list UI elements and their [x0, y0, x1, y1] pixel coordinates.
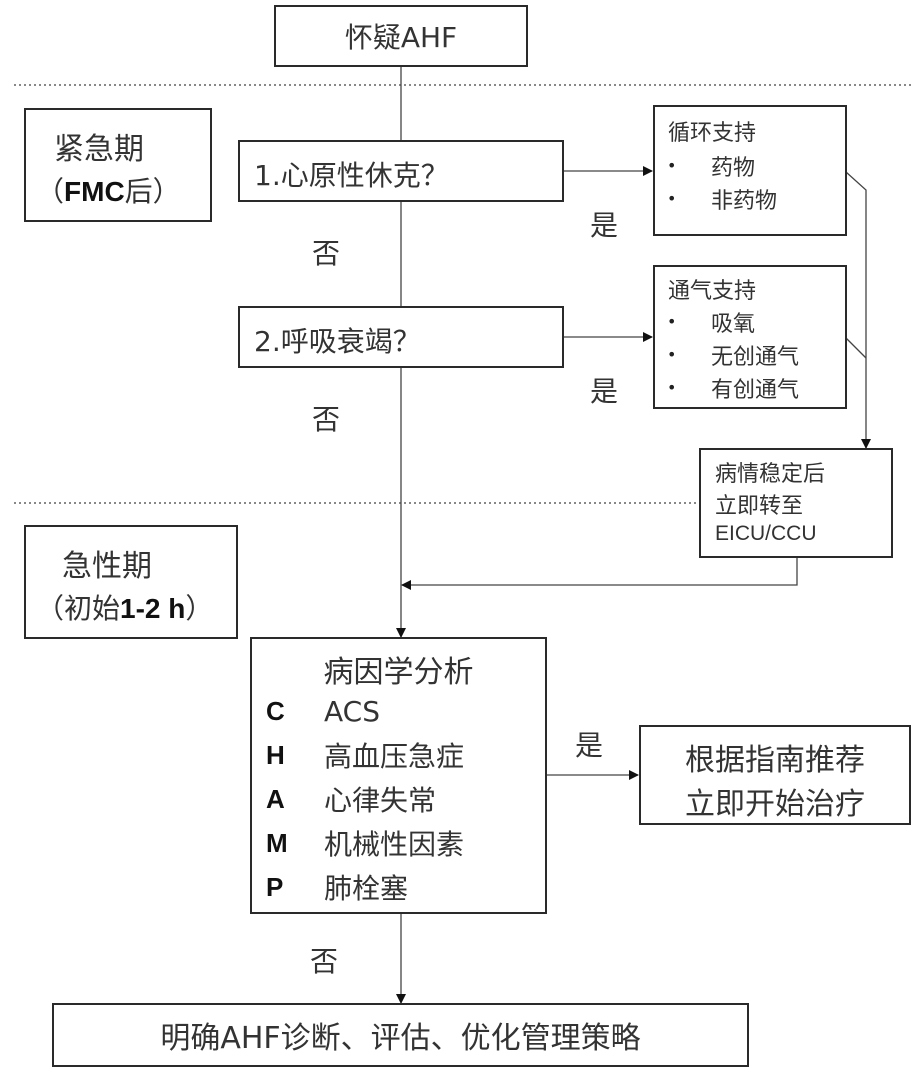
list-item: •药物: [667, 155, 756, 181]
ventilation-support-box: 通气支持 •吸氧 •无创通气 •有创通气: [653, 265, 847, 409]
bullet-icon: •: [667, 156, 677, 175]
phase-acute-box: 急性期 （初始1-2 h）: [24, 525, 238, 639]
line-vent-join: [845, 337, 867, 359]
phase-acute-name: 急性期: [62, 549, 152, 584]
suspect-ahf-label: 怀疑AHF: [344, 21, 458, 54]
resp-yes-label: 是: [590, 375, 619, 408]
etiology-no-label: 否: [310, 945, 339, 978]
arrow-transfer-to-trunk: [401, 557, 798, 590]
etiology-title: 病因学分析: [323, 655, 474, 690]
list-item: •非药物: [667, 188, 778, 214]
shock-no-label: 否: [312, 237, 341, 270]
bullet-icon: •: [667, 312, 677, 331]
arrow-support-to-transfer: [845, 171, 871, 449]
transfer-line-1: 病情稳定后: [715, 462, 826, 487]
bullet-icon: •: [667, 189, 677, 208]
circulation-support-title: 循环支持: [668, 121, 757, 146]
list-item: •无创通气: [667, 344, 800, 370]
transfer-box: 病情稳定后 立即转至 EICU/CCU: [699, 448, 893, 558]
phase-emergency-name: 紧急期: [54, 132, 144, 167]
final-box: 明确AHF诊断、评估、优化管理策略: [52, 1003, 749, 1067]
suspect-ahf-box: 怀疑AHF: [274, 5, 528, 67]
question-resp-label: 2.呼吸衰竭？: [254, 325, 421, 358]
ventilation-support-title: 通气支持: [668, 279, 757, 304]
shock-yes-label: 是: [590, 209, 619, 242]
transfer-line-3: EICU/CCU: [715, 522, 817, 545]
resp-no-label: 否: [312, 403, 341, 436]
treatment-line-2: 立即开始治疗: [685, 787, 865, 822]
treatment-box: 根据指南推荐 立即开始治疗: [639, 725, 911, 825]
transfer-line-2: 立即转至: [715, 494, 804, 519]
final-label: 明确AHF诊断、评估、优化管理策略: [160, 1021, 641, 1056]
question-resp-box: 2.呼吸衰竭？: [238, 306, 564, 368]
circulation-support-list: •药物 •非药物: [667, 149, 777, 215]
etiology-yes-label: 是: [575, 729, 604, 762]
list-item: •有创通气: [667, 377, 800, 403]
list-item: •吸氧: [667, 311, 756, 337]
bullet-icon: •: [667, 345, 677, 364]
treatment-line-1: 根据指南推荐: [685, 743, 865, 778]
circulation-support-box: 循环支持 •药物 •非药物: [653, 105, 847, 236]
phase-emergency-sub: （FMC后）: [36, 175, 181, 208]
phase-acute-sub: （初始1-2 h）: [36, 592, 214, 625]
question-shock-box: 1.心原性休克？: [238, 140, 564, 202]
phase-emergency-box: 紧急期 （FMC后）: [24, 108, 212, 222]
ventilation-support-list: •吸氧 •无创通气 •有创通气: [667, 305, 799, 404]
bullet-icon: •: [667, 378, 677, 397]
question-shock-label: 1.心原性休克？: [254, 159, 449, 192]
